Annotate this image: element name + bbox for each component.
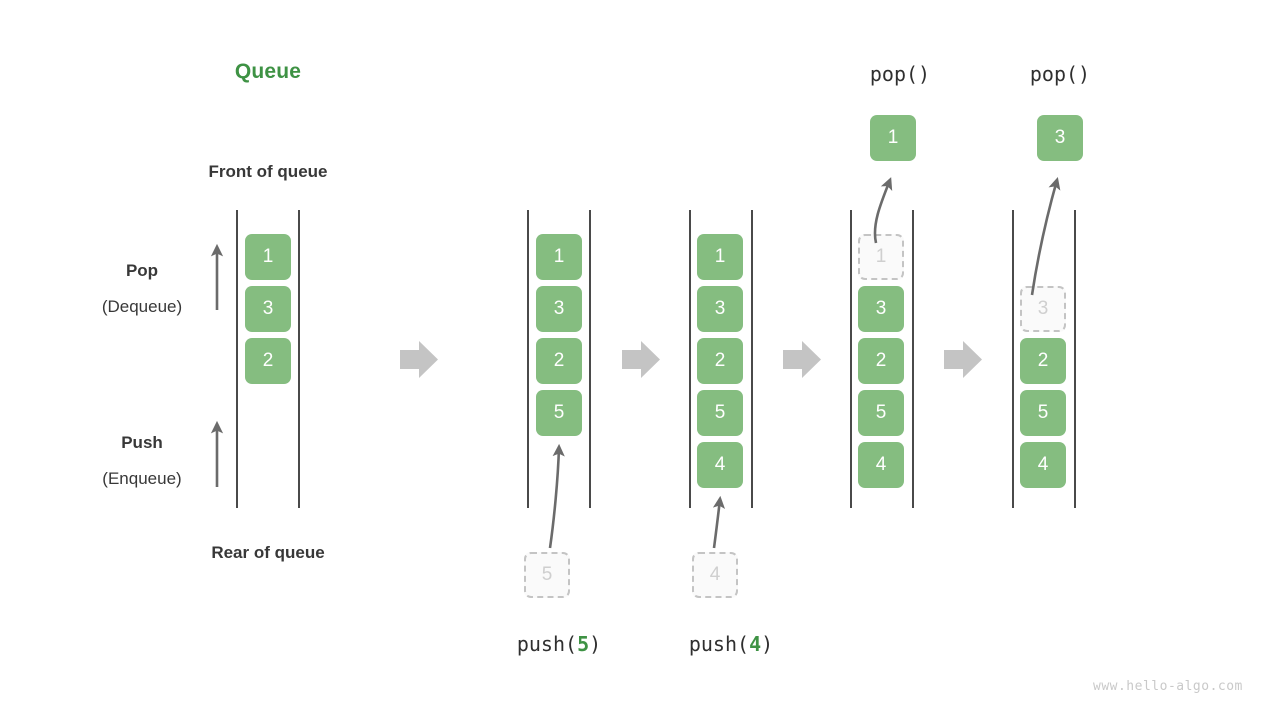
pop-arrow-col5 bbox=[1030, 176, 1061, 296]
push-caption-prefix: push( bbox=[516, 632, 578, 656]
queue-cell: 4 bbox=[697, 442, 743, 488]
push-caption-prefix: push( bbox=[688, 632, 750, 656]
pop-caption-col4: pop() bbox=[869, 62, 931, 86]
rail-right-col4 bbox=[912, 210, 914, 508]
front-of-queue-label: Front of queue bbox=[208, 162, 328, 181]
watermark: www.hello-algo.com bbox=[1093, 679, 1243, 694]
step-arrow-3 bbox=[783, 341, 821, 378]
rail-left-col2 bbox=[527, 210, 529, 508]
pop-label: Pop bbox=[125, 261, 159, 280]
queue-cell: 4 bbox=[858, 442, 904, 488]
queue-cell: 2 bbox=[536, 338, 582, 384]
popped-ghost-cell: 1 bbox=[858, 234, 904, 280]
popped-ghost-cell: 3 bbox=[1020, 286, 1066, 332]
push-caption-value: 5 bbox=[577, 632, 590, 656]
rear-of-queue-label: Rear of queue bbox=[211, 543, 325, 562]
rail-right-col3 bbox=[751, 210, 753, 508]
incoming-ghost-cell: 5 bbox=[524, 552, 570, 598]
push-caption-col3: push(4) bbox=[651, 632, 811, 656]
queue-cell: 2 bbox=[245, 338, 291, 384]
rail-right-col5 bbox=[1074, 210, 1076, 508]
queue-cell: 3 bbox=[245, 286, 291, 332]
push-caption-suffix: ) bbox=[589, 632, 602, 656]
step-arrow-1 bbox=[400, 341, 438, 378]
push-arrow-col3 bbox=[712, 495, 726, 549]
push-caption-value: 4 bbox=[749, 632, 762, 656]
queue-cell: 1 bbox=[245, 234, 291, 280]
queue-cell: 5 bbox=[858, 390, 904, 436]
rail-right-col1 bbox=[298, 210, 300, 508]
queue-cell: 2 bbox=[858, 338, 904, 384]
queue-cell: 4 bbox=[1020, 442, 1066, 488]
push-caption-suffix: ) bbox=[761, 632, 774, 656]
queue-cell: 5 bbox=[1020, 390, 1066, 436]
popped-result-cell: 3 bbox=[1037, 115, 1083, 161]
pop-caption-col5: pop() bbox=[1029, 62, 1091, 86]
pop-sublabel: (Dequeue) bbox=[101, 297, 183, 316]
queue-cell: 3 bbox=[697, 286, 743, 332]
queue-cell: 3 bbox=[536, 286, 582, 332]
push-label: Push bbox=[121, 433, 163, 452]
popped-result-cell: 1 bbox=[870, 115, 916, 161]
queue-cell: 5 bbox=[697, 390, 743, 436]
queue-cell: 1 bbox=[536, 234, 582, 280]
step-arrow-2 bbox=[622, 341, 660, 378]
rail-left-col5 bbox=[1012, 210, 1014, 508]
queue-cell: 3 bbox=[858, 286, 904, 332]
rail-left-col4 bbox=[850, 210, 852, 508]
push-sublabel: (Enqueue) bbox=[102, 469, 182, 488]
incoming-ghost-cell: 4 bbox=[692, 552, 738, 598]
step-arrow-4 bbox=[944, 341, 982, 378]
rail-left-col3 bbox=[689, 210, 691, 508]
queue-cell: 2 bbox=[1020, 338, 1066, 384]
page-title: Queue bbox=[234, 60, 302, 83]
rail-right-col2 bbox=[589, 210, 591, 508]
push-caption-col2: push(5) bbox=[479, 632, 639, 656]
push-arrow-col2 bbox=[548, 443, 565, 549]
rail-left-col1 bbox=[236, 210, 238, 508]
queue-cell: 5 bbox=[536, 390, 582, 436]
queue-cell: 2 bbox=[697, 338, 743, 384]
queue-cell: 1 bbox=[697, 234, 743, 280]
